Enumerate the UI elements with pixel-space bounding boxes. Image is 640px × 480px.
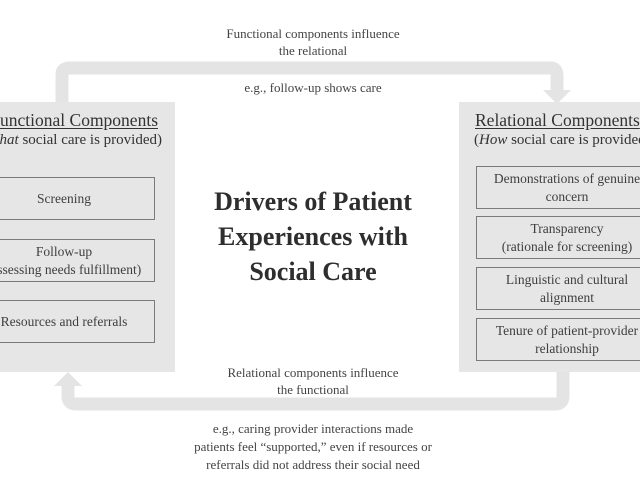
- subtitle-rest: social care is provided): [18, 132, 162, 148]
- relational-item-genuine-concern: Demonstrations of genuine concern: [476, 166, 640, 209]
- top-arrow-caption: Functional components influence the rela…: [183, 25, 443, 59]
- title-line1: Drivers of Patient: [214, 187, 412, 216]
- item-text: Screening: [37, 190, 91, 206]
- item-text: Tenure of patient-provider: [495, 322, 639, 338]
- functional-item-screening: Screening: [0, 177, 155, 220]
- functional-item-resources-referrals: Resources and referrals: [0, 300, 155, 343]
- bottom-arrowhead: [54, 372, 82, 386]
- title-line3: Social Care: [249, 257, 377, 286]
- item-subtext: (assessing needs fulfillment): [0, 261, 142, 277]
- relational-item-tenure: Tenure of patient-provider relationship: [476, 318, 640, 361]
- relational-components-subtitle: (How social care is provided): [474, 132, 640, 149]
- relational-components-panel: Relational Components (How social care i…: [459, 102, 640, 372]
- title-line2: Experiences with: [218, 222, 408, 251]
- item-text: Linguistic and cultural: [505, 271, 629, 287]
- subtitle-rest: social care is provided): [507, 132, 640, 148]
- functional-components-title: Functional Components: [0, 110, 158, 130]
- bottom-arrow-caption-line1: Relational components influence: [227, 365, 399, 380]
- functional-components-panel: Functional Components (What social care …: [0, 102, 175, 372]
- bottom-arrow-caption-line2: the functional: [277, 382, 349, 397]
- top-arrow-caption-line1: Functional components influence: [226, 26, 400, 41]
- relational-item-transparency: Transparency (rationale for screening): [476, 216, 640, 259]
- functional-item-follow-up: Follow-up (assessing needs fulfillment): [0, 239, 155, 282]
- top-arrow-example: e.g., follow-up shows care: [244, 80, 382, 95]
- item-text: Transparency: [530, 220, 604, 236]
- bottom-arrow-caption: Relational components influence the func…: [183, 364, 443, 398]
- subtitle-emphasis: What: [0, 132, 19, 148]
- bottom-arrow-band: [61, 372, 570, 411]
- top-arrowhead: [543, 90, 571, 104]
- item-text: Demonstrations of genuine: [493, 170, 640, 186]
- example-line3: referrals did not address their social n…: [206, 457, 420, 472]
- item-subtext: concern: [545, 188, 589, 204]
- item-text: Resources and referrals: [0, 313, 128, 329]
- item-subtext: relationship: [535, 340, 599, 356]
- top-arrow-band: [55, 61, 564, 102]
- diagram-title: Drivers of Patient Experiences with Soci…: [183, 184, 443, 289]
- example-line1: e.g., caring provider interactions made: [212, 421, 414, 436]
- functional-components-subtitle: (What social care is provided): [0, 132, 162, 149]
- relational-components-title: Relational Components: [475, 110, 640, 130]
- example-line2: patients feel “supported,” even if resou…: [194, 439, 432, 454]
- relational-item-linguistic-cultural: Linguistic and cultural alignment: [476, 267, 640, 310]
- top-arrow-caption-line2: the relational: [278, 43, 348, 58]
- subtitle-emphasis: How: [479, 132, 508, 148]
- item-subtext: (rationale for screening): [501, 238, 633, 254]
- subtitle-paren: (: [474, 132, 479, 148]
- item-subtext: alignment: [540, 289, 594, 305]
- bottom-arrow-example: e.g., caring provider interactions made …: [163, 420, 463, 474]
- item-text: Follow-up: [35, 243, 93, 259]
